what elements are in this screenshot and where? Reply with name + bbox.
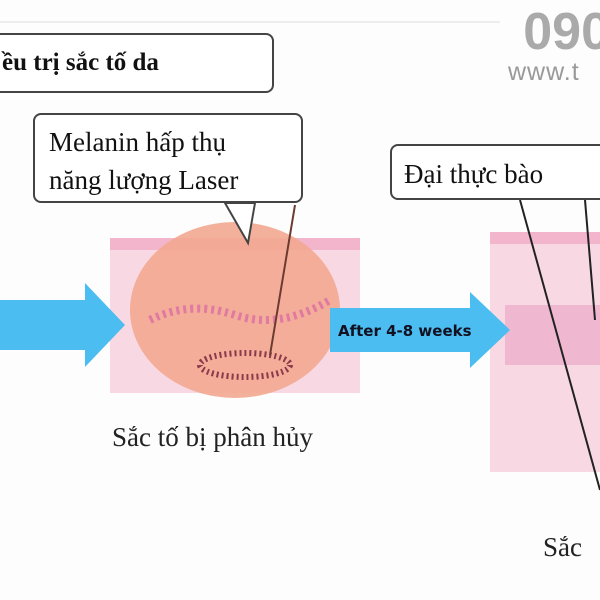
watermark-phone: 090 [523,3,600,61]
watermark-url: www.t [508,58,580,86]
epidermis-layer [148,296,333,324]
caption-destroyed: Sắc tố bị phân hủy [112,422,313,452]
macrophage-pointer-1 [519,199,600,491]
melanin-line-2: năng lượng Laser [49,165,239,195]
laser-treated-lesion [130,222,340,398]
title-box: ều trị sắc tố da [0,33,274,93]
arrow-label: After 4-8 weeks [338,322,472,340]
macrophage-callout: Đại thực bào [390,144,600,200]
macrophage-pointer-2 [584,199,596,321]
melanin-line-1: Melanin hấp thụ [49,127,226,157]
melanin-callout-tail [223,202,257,246]
macrophage-zone [505,305,600,365]
melanin-callout: Melanin hấp thụ năng lượng Laser [33,113,303,203]
after-weeks-arrow [330,292,510,368]
caption-right: Sắc [543,532,582,562]
skin-surface-right [490,232,600,244]
melanin-particles [197,350,293,380]
left-arrow [0,283,125,367]
hair-strand [269,204,296,356]
